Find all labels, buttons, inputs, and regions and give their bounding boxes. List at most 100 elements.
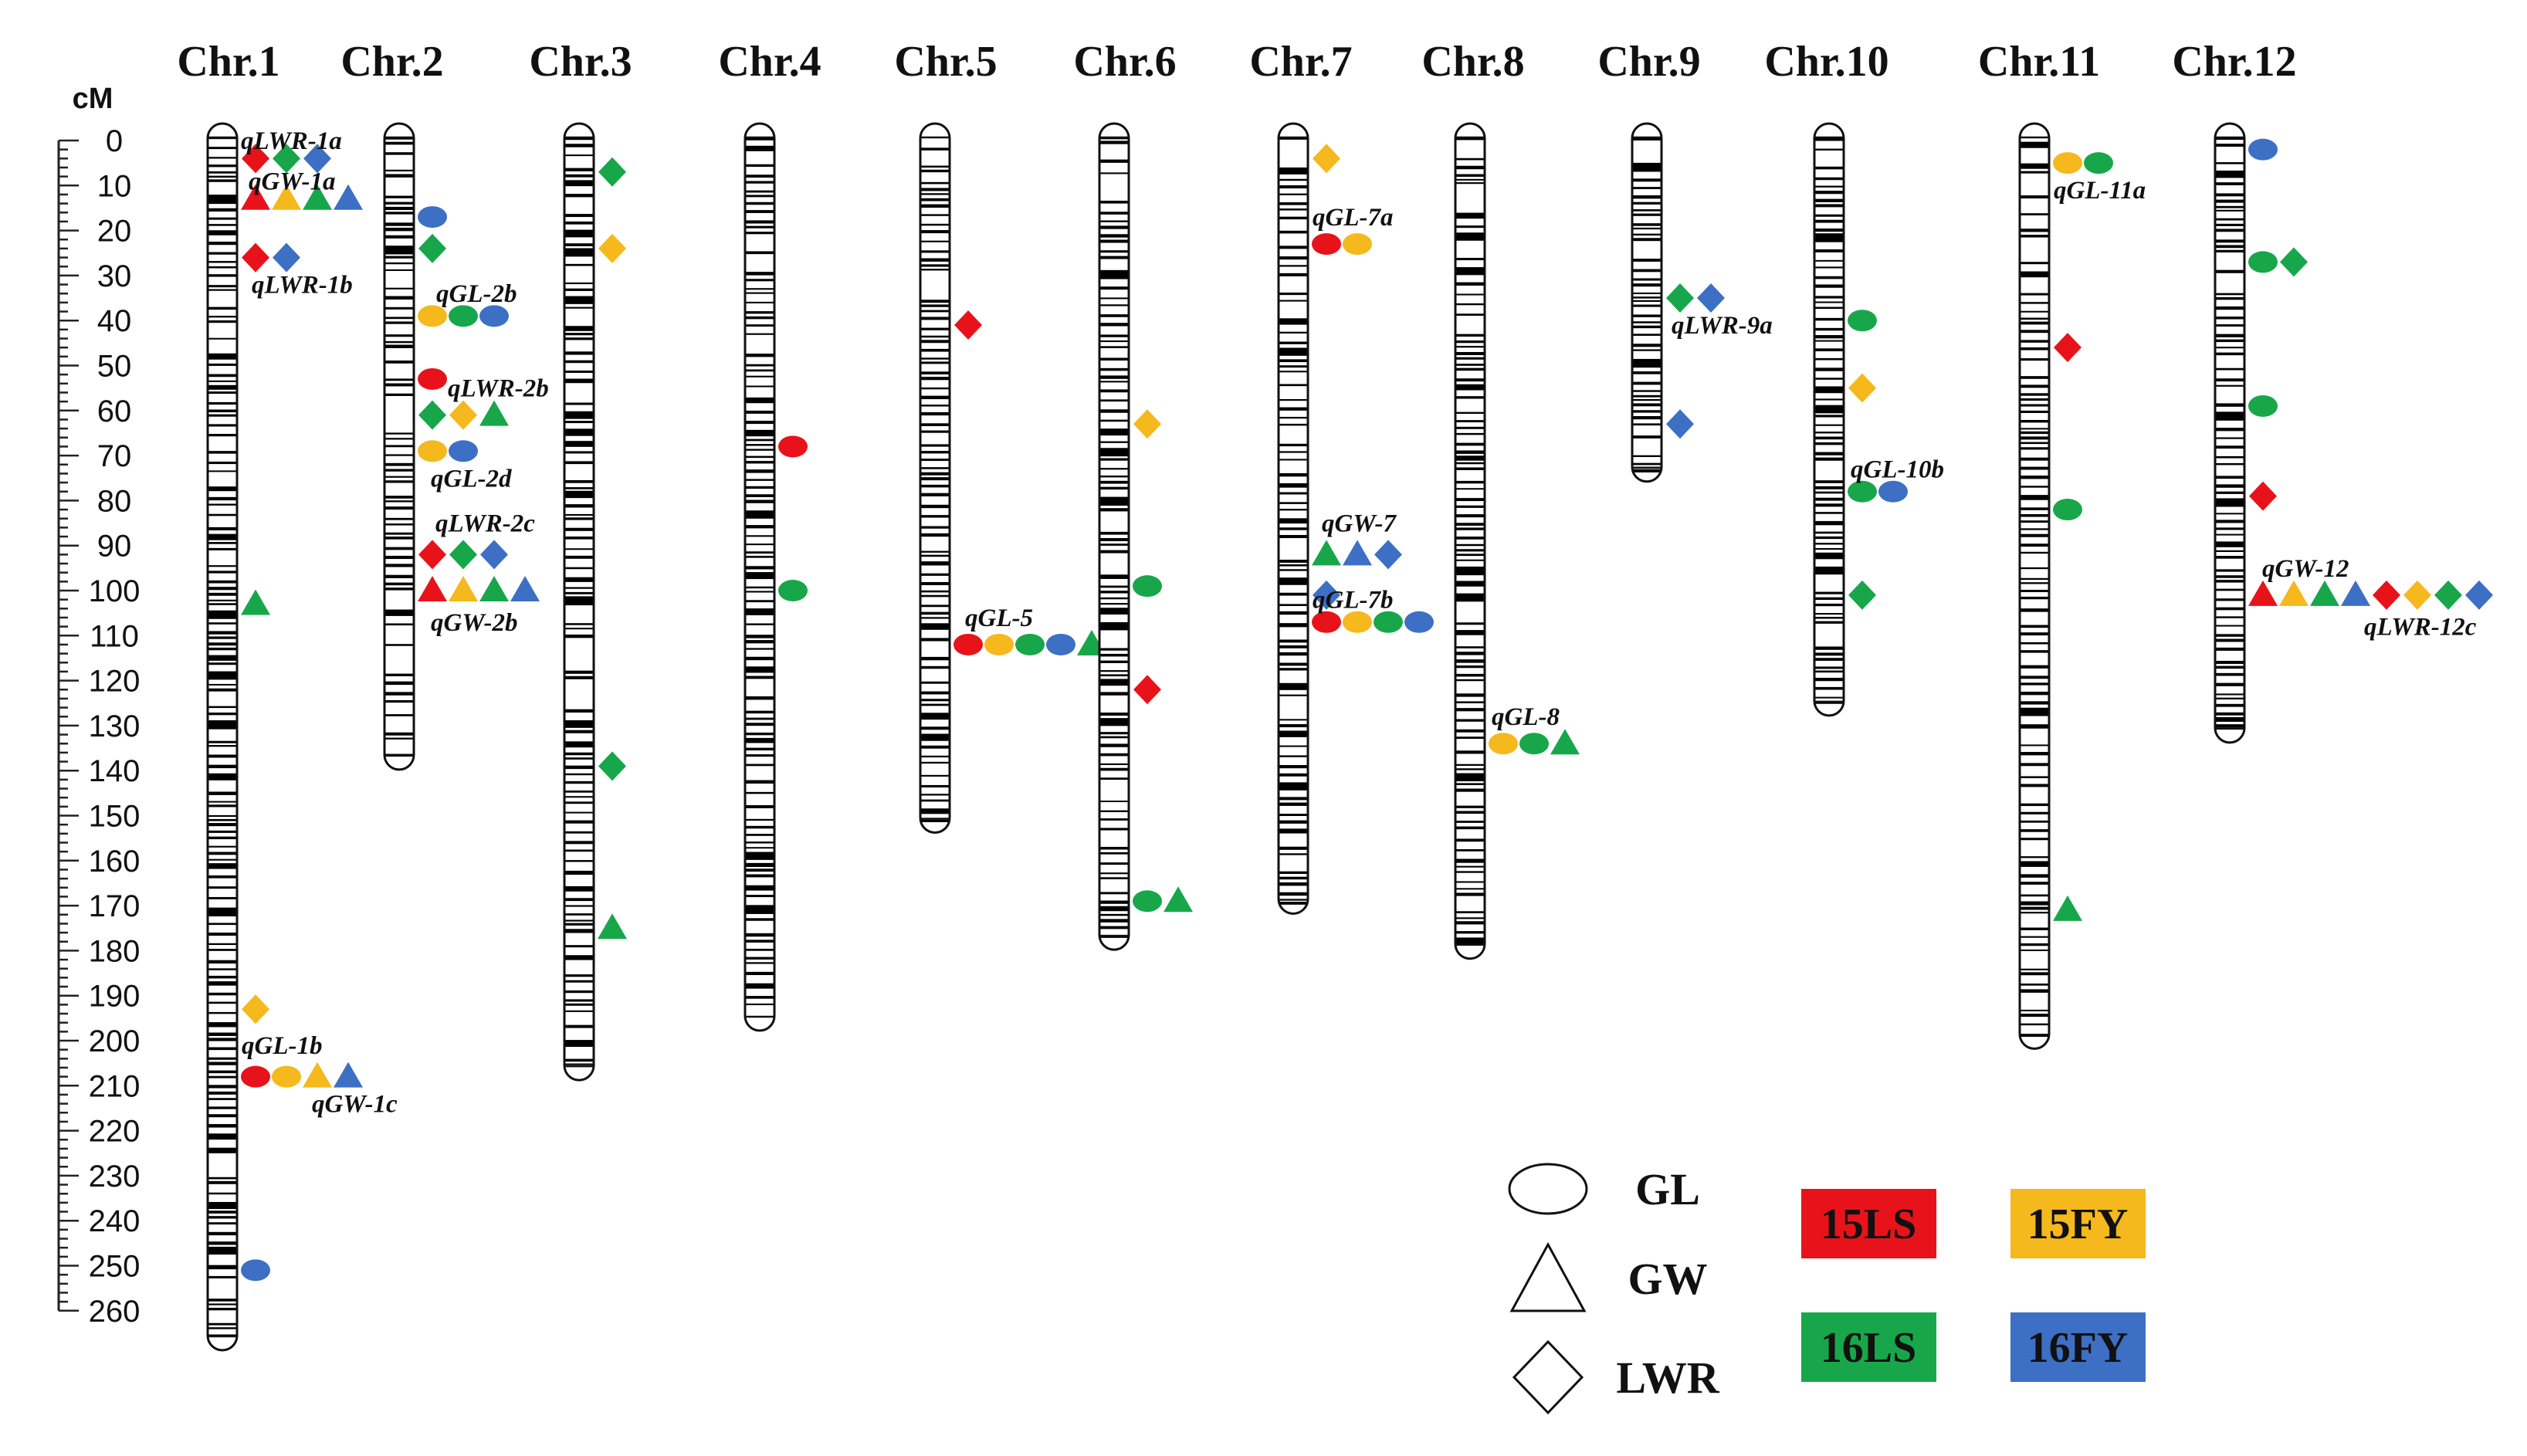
marker-band	[1814, 296, 1844, 299]
marker-band	[208, 720, 237, 730]
qtl-marker-gl	[1848, 480, 1877, 503]
marker-band	[2215, 703, 2244, 707]
marker-band	[1099, 346, 1129, 348]
qtl-marker-gl	[1878, 480, 1908, 503]
marker-band	[208, 533, 237, 540]
marker-band	[208, 823, 237, 827]
marker-band	[1632, 334, 1662, 336]
marker-band	[920, 611, 950, 615]
legend-trait-label: GL	[1635, 1164, 1700, 1214]
marker-band	[208, 960, 237, 964]
marker-band	[564, 709, 594, 713]
qtl-marker-gw	[598, 913, 627, 940]
marker-band	[564, 248, 594, 257]
marker-band	[920, 188, 950, 191]
marker-band	[208, 683, 237, 686]
marker-band	[208, 147, 237, 150]
marker-band	[2020, 949, 2049, 951]
marker-band	[1455, 931, 1485, 934]
qtl-marker-gl	[1519, 733, 1549, 755]
marker-band	[2215, 209, 2244, 212]
marker-band	[564, 773, 594, 776]
marker-band	[2020, 838, 2049, 841]
marker-band	[1279, 423, 1308, 426]
qtl-marker-gl	[778, 580, 808, 601]
marker-band	[1455, 384, 1485, 391]
marker-band	[208, 414, 237, 417]
qtl-marker-gl	[418, 206, 447, 229]
qtl-marker-gl	[1848, 310, 1877, 332]
qtl-marker-gl	[2248, 138, 2278, 161]
qtl-marker-gw	[510, 576, 540, 601]
marker-band	[745, 869, 774, 872]
marker-band	[2020, 776, 2049, 778]
marker-band	[1632, 469, 1662, 472]
marker-band	[2215, 352, 2244, 356]
marker-band	[1099, 297, 1129, 300]
marker-band	[745, 145, 774, 151]
marker-band	[1455, 773, 1485, 782]
marker-band	[745, 566, 774, 570]
marker-band	[208, 374, 237, 378]
marker-band	[745, 364, 774, 367]
marker-band	[1279, 797, 1308, 801]
marker-band	[1099, 428, 1129, 436]
marker-band	[1814, 177, 1844, 181]
marker-band	[1455, 396, 1485, 399]
marker-band	[1814, 452, 1844, 455]
marker-band	[208, 316, 237, 318]
legend-env-swatch	[1801, 1312, 1936, 1382]
marker-band	[2215, 533, 2244, 536]
marker-band	[1099, 591, 1129, 594]
marker-band	[2020, 691, 2049, 696]
qtl-marker-lwr	[273, 242, 300, 273]
axis-tick-label: 30	[97, 259, 132, 293]
marker-band	[1632, 213, 1662, 216]
marker-band	[1455, 865, 1485, 868]
marker-band	[2215, 462, 2244, 466]
marker-band	[564, 411, 594, 419]
qtl-marker-lwr	[1666, 283, 1694, 313]
marker-band	[1632, 394, 1662, 398]
marker-band	[564, 402, 594, 405]
marker-band	[564, 990, 594, 994]
marker-band	[2215, 491, 2244, 494]
marker-band	[208, 949, 237, 951]
axis-tick-label: 260	[89, 1295, 141, 1329]
marker-band	[2215, 724, 2244, 728]
marker-band	[384, 269, 414, 271]
marker-band	[2215, 218, 2244, 221]
marker-band	[2020, 582, 2049, 584]
marker-band	[745, 195, 774, 198]
marker-band	[2020, 936, 2049, 938]
marker-band	[208, 1192, 237, 1195]
marker-band	[208, 580, 237, 584]
marker-band	[1814, 301, 1844, 303]
marker-band	[920, 423, 950, 426]
marker-band	[745, 225, 774, 229]
marker-band	[2020, 507, 2049, 510]
marker-band	[2020, 632, 2049, 636]
marker-band	[1814, 378, 1844, 380]
qtl-marker-gl	[984, 633, 1014, 655]
marker-band	[1099, 801, 1129, 803]
marker-band	[2020, 317, 2049, 320]
qtl-label: qLWR-9a	[1672, 312, 1773, 340]
marker-band	[1455, 488, 1485, 490]
marker-band	[745, 623, 774, 625]
qtl-label: qLWR-1b	[252, 272, 353, 300]
qtl-label: qLWR-2c	[435, 510, 535, 538]
marker-band	[745, 804, 774, 808]
chromosome-title: Chr.5	[894, 38, 997, 86]
marker-band	[208, 599, 237, 601]
marker-band	[208, 706, 237, 709]
marker-band	[1279, 876, 1308, 880]
marker-band	[208, 1124, 237, 1128]
marker-band	[920, 604, 950, 608]
marker-band	[208, 179, 237, 182]
qtl-marker-gl	[418, 440, 447, 462]
